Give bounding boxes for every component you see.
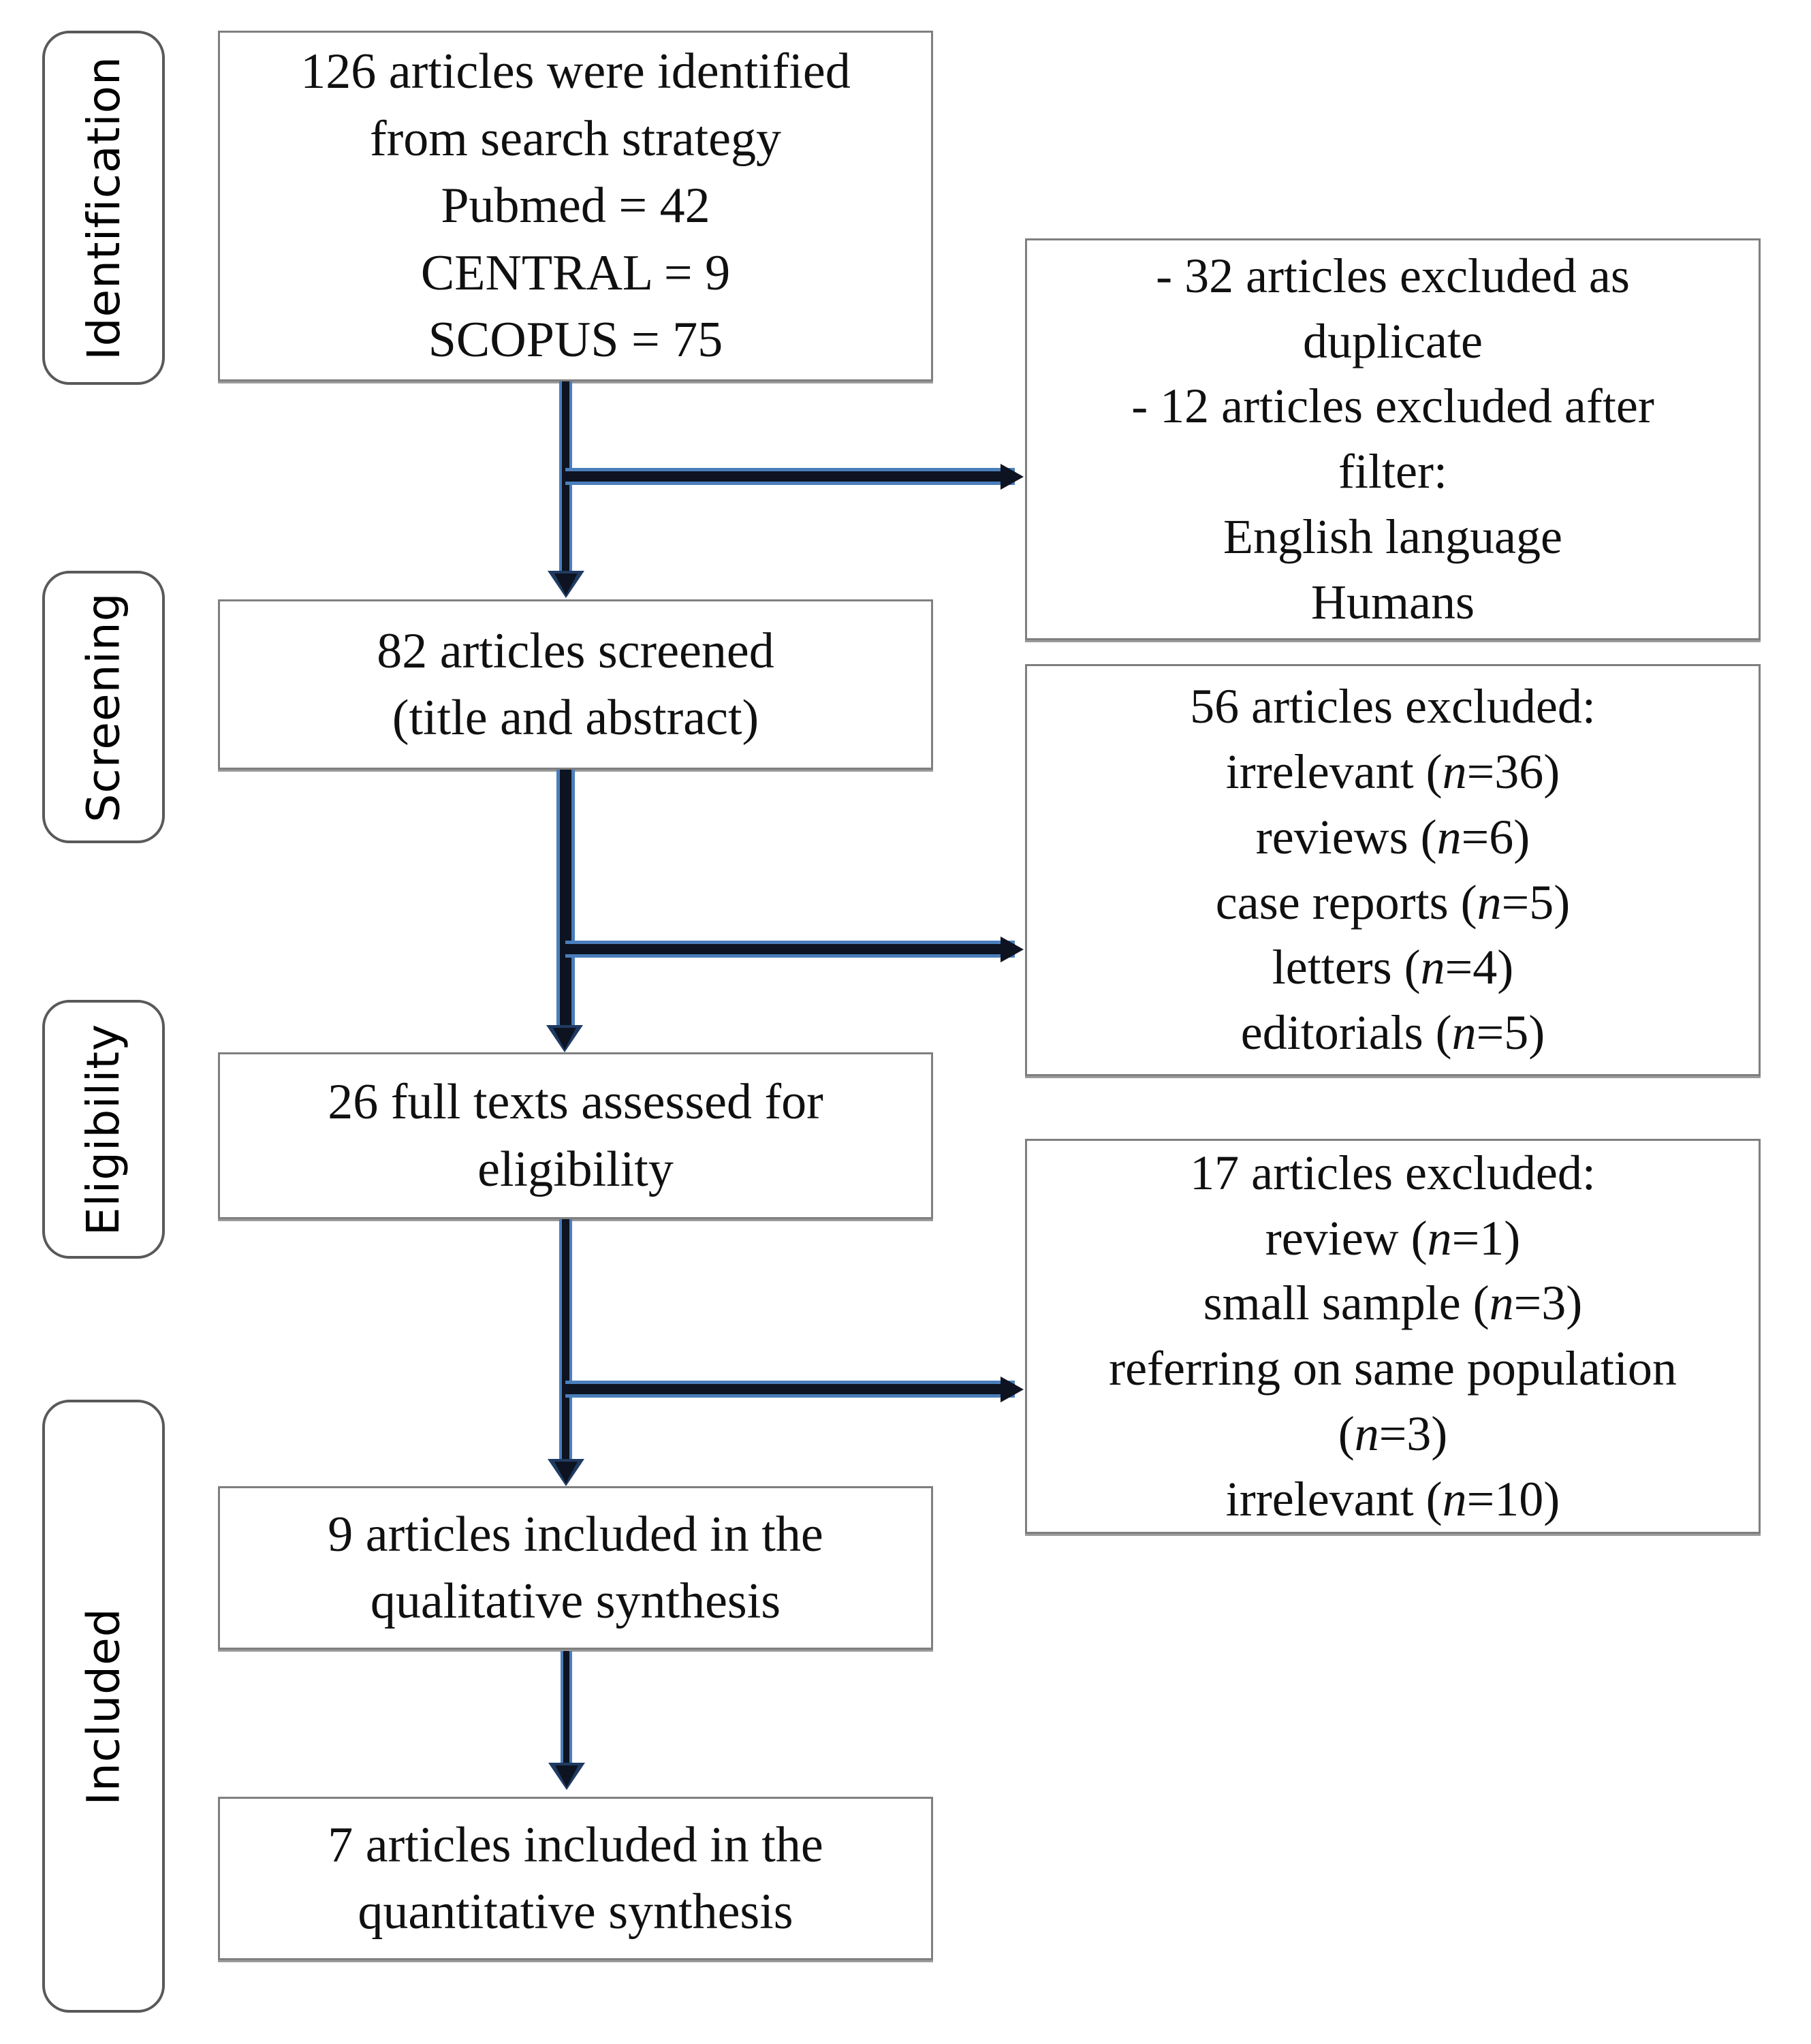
connector-qualitative-vertical (563, 1651, 569, 1770)
box-full-texts-assessed-line-2: eligibility (477, 1141, 674, 1197)
connector-screened-vertical (560, 770, 571, 1035)
box-included-quantitative-line-2: quantitative synthesis (358, 1884, 793, 1940)
box-excluded-screening: 56 articles excluded: irrelevant (n=36) … (1025, 664, 1761, 1076)
arrow-down-to-quantitative-inner (555, 1765, 578, 1787)
box-excluded-eligibility-line-2: review (n=1) (1265, 1210, 1521, 1265)
arrow-right-to-excluded-duplicates-inner (1001, 464, 1024, 490)
box-excluded-screening-line-3: reviews (n=6) (1255, 809, 1530, 864)
box-articles-identified-line-3: Pubmed = 42 (441, 178, 710, 234)
box-excluded-screening-line-1: 56 articles excluded: (1190, 679, 1596, 734)
box-full-texts-assessed-line-1: 26 full texts assessed for (328, 1074, 823, 1131)
box-included-qualitative-line-1: 9 articles included in the (328, 1506, 823, 1562)
box-articles-screened-line-2: (title and abstract) (392, 690, 759, 746)
arrow-down-to-qualitative-inner (554, 1462, 578, 1483)
arrow-right-to-excluded-screening-inner (1001, 937, 1024, 962)
box-included-qualitative: 9 articles included in the qualitative s… (218, 1486, 933, 1650)
box-included-qualitative-line-2: qualitative synthesis (370, 1573, 781, 1629)
box-excluded-duplicates-filter-line-4: filter: (1338, 444, 1447, 499)
stage-label-included: Included (42, 1400, 165, 2013)
arrow-down-to-full-texts-inner (553, 1028, 576, 1050)
box-full-texts-assessed: 26 full texts assessed for eligibility (218, 1052, 933, 1219)
box-articles-identified-line-5: SCOPUS = 75 (428, 312, 723, 368)
box-excluded-eligibility-line-4: referring on same population (1109, 1341, 1677, 1396)
box-articles-identified-line-1: 126 articles were identified (300, 44, 851, 100)
stage-label-eligibility: Eligibility (42, 1000, 165, 1259)
stage-label-screening-text: Screening (77, 592, 130, 822)
box-excluded-screening-line-6: editorials (n=5) (1240, 1005, 1545, 1060)
box-excluded-screening-line-4: case reports (n=5) (1215, 875, 1571, 930)
stage-label-identification: Identification (42, 31, 165, 385)
arrow-right-to-excluded-eligibility-inner (1001, 1377, 1024, 1402)
box-excluded-duplicates-filter-line-1: - 32 articles excluded as (1156, 248, 1630, 303)
connector-screened-horizontal (565, 944, 1015, 954)
stage-label-included-text: Included (77, 1607, 130, 1806)
box-excluded-duplicates-filter-line-2: duplicate (1303, 313, 1483, 368)
box-excluded-eligibility: 17 articles excluded: review (n=1) small… (1025, 1139, 1761, 1534)
connector-identified-horizontal (565, 471, 1015, 482)
box-excluded-eligibility-line-6: irrelevant (n=10) (1225, 1471, 1560, 1526)
arrow-down-to-screened-inner (554, 573, 578, 595)
box-excluded-duplicates-filter-line-5: English language (1223, 509, 1562, 564)
box-articles-identified-line-4: CENTRAL = 9 (420, 245, 731, 301)
box-articles-screened: 82 articles screened (title and abstract… (218, 599, 933, 770)
box-excluded-duplicates-filter-line-3: - 12 articles excluded after (1131, 379, 1654, 434)
box-included-quantitative: 7 articles included in the quantitative … (218, 1797, 933, 1960)
stage-label-identification-text: Identification (77, 55, 130, 360)
box-excluded-screening-line-5: letters (n=4) (1272, 940, 1514, 995)
box-excluded-eligibility-line-5: (n=3) (1338, 1406, 1448, 1461)
box-excluded-eligibility-line-3: small sample (n=3) (1203, 1276, 1583, 1331)
stage-label-eligibility-text: Eligibility (77, 1023, 130, 1236)
connector-full-texts-horizontal (565, 1384, 1015, 1394)
box-excluded-screening-line-2: irrelevant (n=36) (1225, 744, 1560, 799)
box-articles-identified-line-2: from search strategy (369, 110, 782, 167)
stage-label-screening: Screening (42, 571, 165, 843)
box-articles-screened-line-1: 82 articles screened (377, 623, 774, 679)
box-excluded-duplicates-filter: - 32 articles excluded as duplicate - 12… (1025, 238, 1761, 640)
connector-full-texts-vertical (562, 1219, 569, 1468)
box-included-quantitative-line-1: 7 articles included in the (328, 1817, 823, 1873)
box-excluded-duplicates-filter-line-6: Humans (1311, 574, 1475, 629)
box-articles-identified: 126 articles were identified from search… (218, 31, 933, 381)
box-excluded-eligibility-line-1: 17 articles excluded: (1190, 1145, 1596, 1200)
